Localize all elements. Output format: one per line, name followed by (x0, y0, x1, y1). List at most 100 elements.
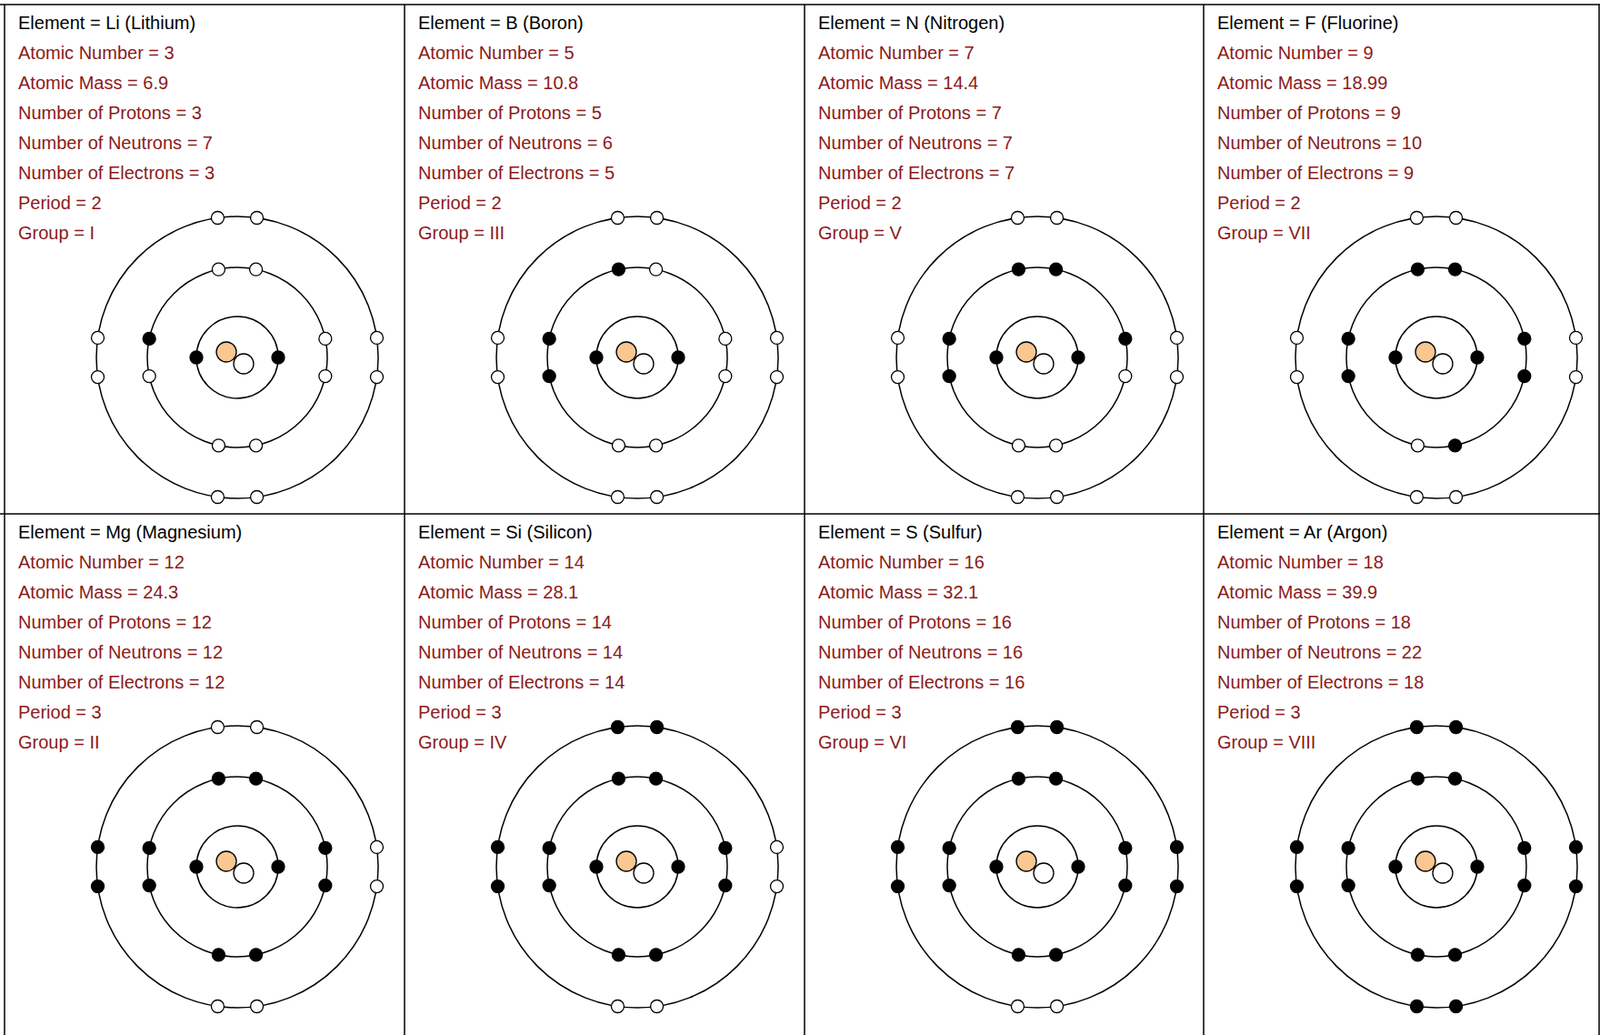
electron (1518, 331, 1531, 345)
electron (1470, 860, 1484, 873)
element-property: Number of Protons = 5 (418, 98, 602, 129)
empty-slot (891, 370, 905, 384)
empty-slot (1011, 439, 1025, 452)
empty-slot (610, 211, 624, 225)
electron-shell (896, 725, 1179, 1008)
electron-shell (147, 267, 328, 448)
electron (1050, 262, 1063, 276)
element-property: Number of Electrons = 16 (818, 667, 1025, 698)
electron-shell (896, 216, 1179, 499)
element-property: Group = IV (418, 727, 507, 758)
neutron (233, 353, 254, 374)
empty-slot (1569, 330, 1582, 344)
element-property: Atomic Number = 9 (1217, 38, 1374, 69)
empty-slot (1410, 211, 1423, 225)
electron (1071, 350, 1085, 364)
element-property: Number of Protons = 14 (418, 607, 612, 638)
electron (1341, 840, 1355, 854)
electron-shell (1395, 316, 1478, 399)
empty-slot (770, 330, 783, 344)
electron (1050, 948, 1063, 961)
electron (1119, 331, 1132, 345)
electron (91, 880, 105, 893)
element-property: Group = III (418, 218, 505, 249)
empty-slot (210, 490, 224, 503)
electron-shell (1395, 825, 1478, 908)
atom-model (491, 211, 784, 504)
electron (610, 720, 624, 734)
element-property: Group = II (18, 727, 100, 758)
empty-slot (719, 370, 732, 383)
electron-shell (947, 267, 1128, 448)
empty-slot (250, 999, 264, 1012)
electron (891, 880, 905, 893)
electron (942, 879, 956, 892)
electron (190, 860, 203, 873)
electron (942, 370, 956, 383)
element-property: Atomic Number = 3 (18, 38, 175, 69)
empty-slot (370, 330, 383, 344)
neutron (633, 862, 654, 883)
element-property: Number of Neutrons = 7 (818, 128, 1013, 159)
empty-slot (1450, 490, 1463, 503)
element-heading: Element = Ar (Argon) (1217, 517, 1388, 548)
atom-model (1290, 720, 1583, 1013)
atom-model (1290, 211, 1583, 504)
electron-shell (596, 316, 679, 399)
electron (1449, 771, 1462, 785)
electron (1389, 860, 1402, 873)
electron (1410, 720, 1423, 734)
grid-line (3, 4, 6, 1035)
electron-shell (496, 216, 779, 499)
proton (1415, 850, 1436, 871)
electron (1518, 840, 1531, 854)
electron (1410, 948, 1424, 961)
element-heading: Element = Si (Silicon) (418, 517, 593, 548)
grid-line (0, 512, 1600, 515)
element-property: Period = 3 (18, 697, 102, 728)
empty-slot (250, 262, 263, 276)
electron (142, 331, 156, 345)
electron-shell (1346, 776, 1527, 957)
empty-slot (770, 840, 783, 853)
electron (990, 350, 1003, 364)
element-panel: Element = S (Sulfur)Atomic Number = 16At… (804, 513, 1204, 1035)
empty-slot (1050, 490, 1064, 503)
electron (650, 948, 663, 961)
empty-slot (1170, 370, 1183, 384)
neutron (233, 862, 254, 883)
element-property: Period = 2 (1217, 188, 1301, 219)
neutron (633, 353, 654, 374)
element-property: Period = 3 (418, 697, 502, 728)
electron-shell (996, 316, 1079, 399)
electron (590, 860, 603, 873)
electron-shell (547, 267, 728, 448)
electron (1518, 879, 1531, 892)
electron (1450, 999, 1463, 1012)
empty-slot (210, 720, 224, 734)
element-property: Group = VIII (1217, 727, 1316, 758)
empty-slot (210, 211, 224, 225)
electron (1341, 331, 1355, 345)
electron (942, 331, 956, 345)
electron (542, 370, 556, 383)
empty-slot (1450, 211, 1463, 225)
electron (611, 771, 625, 785)
empty-slot (250, 439, 263, 452)
element-property: Group = I (18, 218, 95, 249)
electron (491, 880, 505, 893)
electron-shell (96, 725, 379, 1008)
element-property: Atomic Number = 16 (818, 547, 985, 578)
empty-slot (491, 330, 505, 344)
empty-slot (770, 370, 783, 384)
empty-slot (650, 211, 664, 225)
element-property: Group = V (818, 218, 902, 249)
electron (271, 860, 285, 873)
element-property: Number of Electrons = 3 (18, 158, 215, 189)
grid-line (1598, 4, 1600, 1035)
electron-shell (196, 316, 279, 399)
empty-slot (319, 331, 332, 345)
electron (1470, 350, 1484, 364)
empty-slot (1050, 999, 1064, 1012)
element-panel: Element = Ar (Argon)Atomic Number = 18At… (1203, 513, 1600, 1035)
